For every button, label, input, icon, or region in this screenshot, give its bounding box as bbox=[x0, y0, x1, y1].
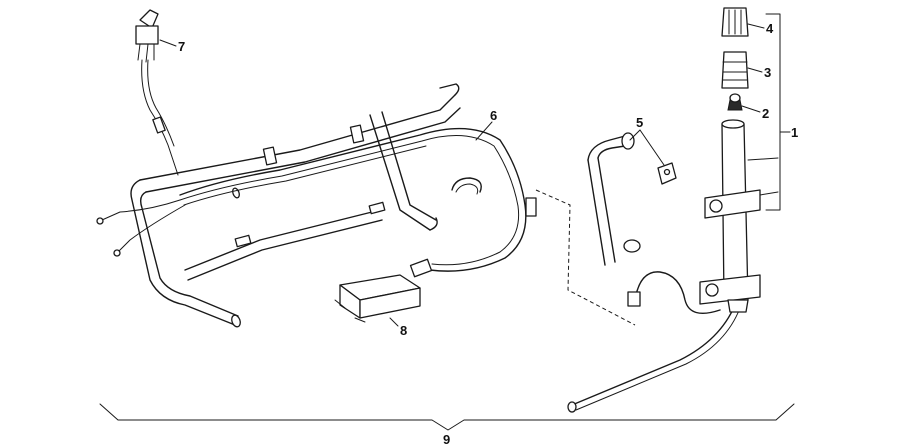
wiring-harness bbox=[96, 127, 537, 278]
control-module: 8 bbox=[334, 274, 421, 338]
callout-7: 7 bbox=[178, 39, 185, 54]
lamp-cable bbox=[567, 271, 741, 413]
brace-9: 9 bbox=[99, 403, 795, 446]
callout-6-group: 6 bbox=[475, 108, 497, 141]
ring-clip bbox=[451, 177, 482, 195]
bracket-arm: 5 bbox=[587, 115, 677, 266]
callout-6: 6 bbox=[490, 108, 497, 123]
callout-8: 8 bbox=[400, 323, 407, 338]
switch-assembly: 7 bbox=[135, 9, 185, 176]
callout-4: 4 bbox=[766, 21, 774, 36]
callout-1: 1 bbox=[791, 125, 798, 140]
callout-3: 3 bbox=[764, 65, 771, 80]
tube-frame bbox=[130, 83, 461, 328]
beacon-column: 4 3 2 bbox=[699, 7, 779, 313]
callout-5: 5 bbox=[636, 115, 643, 130]
callout-2: 2 bbox=[762, 106, 769, 121]
callout-9: 9 bbox=[443, 432, 450, 446]
dashed-routing bbox=[535, 189, 636, 326]
bracket-1: 1 bbox=[765, 13, 798, 211]
